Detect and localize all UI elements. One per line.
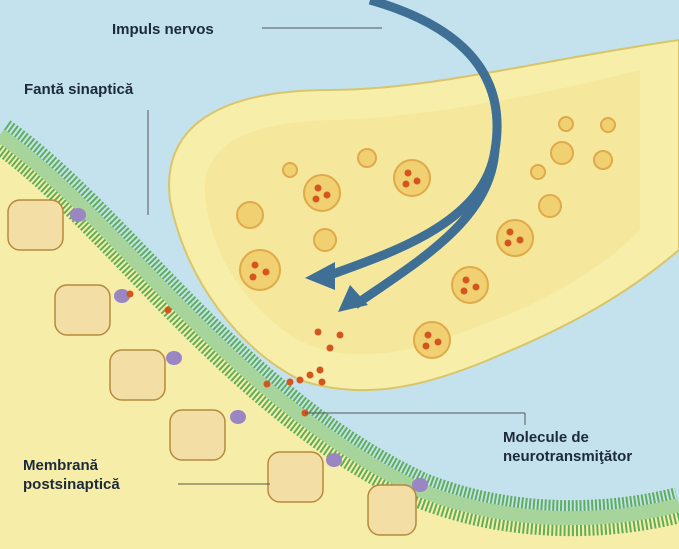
label-cleft: Fantă sinaptică	[24, 81, 134, 98]
label-molecules-line2: neurotransmiţător	[503, 448, 633, 465]
label-membrane-line2: postsinaptică	[23, 476, 120, 493]
synaptic-vesicles	[236, 116, 616, 359]
neurotransmitter-molecules	[126, 169, 524, 417]
label-membrane: Membrană postsinaptică	[23, 456, 120, 494]
label-molecules-line1: Molecule de	[503, 429, 589, 446]
label-molecules: Molecule de neurotransmiţător	[503, 428, 632, 466]
label-impulse: Impuls nervos	[112, 21, 214, 38]
label-membrane-line1: Membrană	[23, 457, 99, 474]
receptor-channels	[7, 199, 417, 536]
